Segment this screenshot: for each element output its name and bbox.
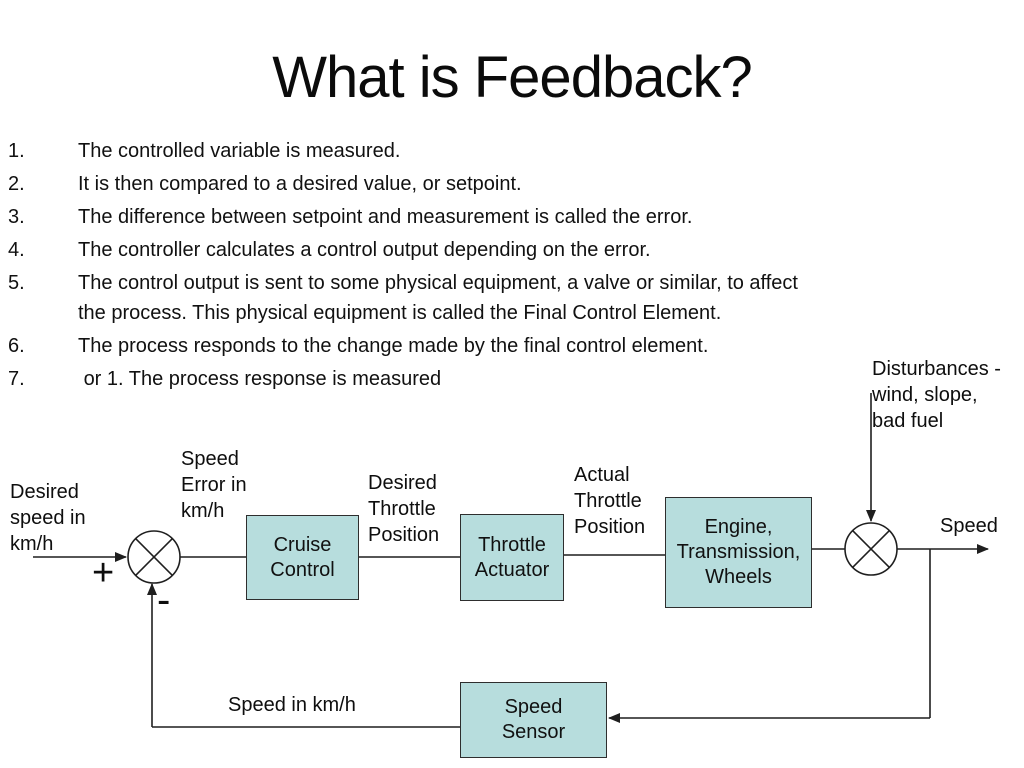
- list-item: 4. The controller calculates a control o…: [8, 235, 868, 265]
- list-item-number: 6.: [8, 335, 25, 357]
- cruise-control-label: Cruise Control: [270, 533, 335, 581]
- speed-sensor-block: Speed Sensor: [460, 682, 607, 758]
- list-item: 6. The process responds to the change ma…: [8, 331, 868, 361]
- list-item: 7. or 1. The process response is measure…: [8, 364, 868, 394]
- list-item-number: 4.: [8, 239, 25, 261]
- list-item-number: 3.: [8, 206, 25, 228]
- list-item-number: 2.: [8, 173, 25, 195]
- disturbances-label: Disturbances - wind, slope, bad fuel: [872, 358, 1001, 432]
- engine-label: Engine, Transmission, Wheels: [676, 516, 801, 588]
- list-item-text: The controlled variable is measured.: [78, 140, 401, 162]
- list-item-number: 7.: [8, 368, 25, 390]
- desired-throttle-position-label: Desired Throttle Position: [368, 472, 440, 546]
- engine-transmission-wheels-block: Engine, Transmission, Wheels: [665, 497, 812, 608]
- list-item-text: The controller calculates a control outp…: [78, 239, 651, 261]
- list-item: 1. The controlled variable is measured.: [8, 136, 868, 166]
- list-item: 2. It is then compared to a desired valu…: [8, 169, 868, 199]
- list-item-text: or 1. The process response is measured: [78, 368, 442, 390]
- list-item-number: 1.: [8, 140, 25, 162]
- actual-throttle-position-label: Actual Throttle Position: [574, 464, 646, 538]
- list-item-text: The difference between setpoint and meas…: [78, 206, 693, 228]
- list-item: 5. The control output is sent to some ph…: [8, 268, 868, 328]
- list-item-text: The process responds to the change made …: [78, 335, 709, 357]
- list-item-text: It is then compared to a desired value, …: [78, 173, 522, 195]
- desired-speed-label: Desired speed in km/h: [10, 481, 86, 555]
- list-item-number: 5.: [8, 272, 25, 294]
- speed-sensor-label: Speed Sensor: [501, 696, 566, 743]
- cruise-control-block: Cruise Control: [246, 515, 359, 600]
- plus-sign: +: [92, 552, 115, 594]
- speed-output-label: Speed: [940, 515, 998, 537]
- throttle-actuator-label: Throttle Actuator: [474, 533, 550, 581]
- throttle-actuator-block: Throttle Actuator: [460, 514, 564, 601]
- list-item: 3. The difference between setpoint and m…: [8, 202, 868, 232]
- minus-sign: -: [157, 578, 171, 622]
- speed-error-label: Speed Error in km/h: [181, 448, 247, 522]
- feedback-steps-list: 1. The controlled variable is measured. …: [8, 136, 868, 397]
- list-item-text: The control output is sent to some physi…: [78, 272, 804, 324]
- page-title: What is Feedback?: [272, 45, 752, 110]
- speed-feedback-label: Speed in km/h: [228, 694, 356, 716]
